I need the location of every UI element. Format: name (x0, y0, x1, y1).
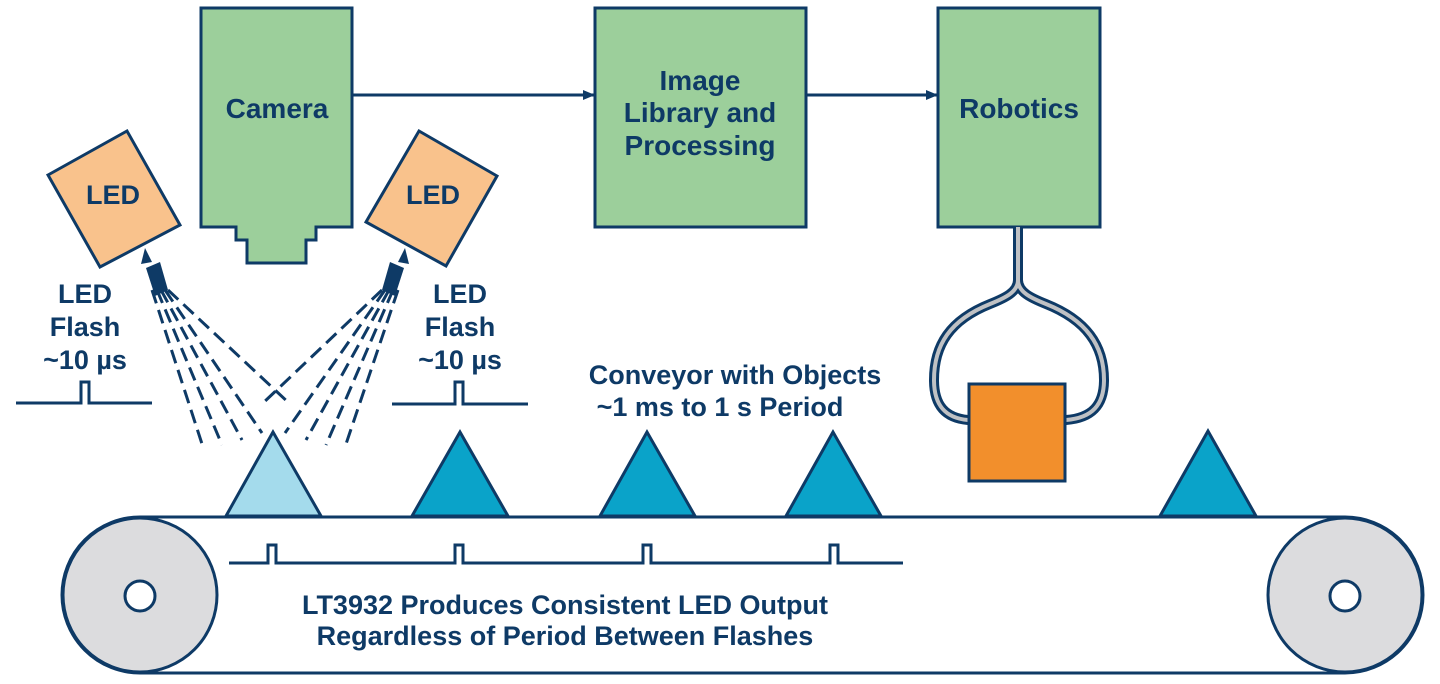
conveyor-belt (60, 515, 1425, 675)
right-led: LED (363, 128, 500, 269)
image-processing-block (593, 6, 808, 229)
robotics-label: Robotics (959, 93, 1079, 124)
left-flash-line-3: ~10 µs (43, 345, 127, 375)
robotic-gripper (928, 227, 1110, 425)
object (783, 428, 884, 518)
left-flash-pulse (16, 380, 152, 405)
right-wheel-hub (1328, 579, 1362, 613)
right-light-beam (260, 248, 409, 448)
right-flash-line-3: ~10 µs (418, 345, 502, 375)
right-flash-line-1: LED (433, 279, 487, 309)
camera-block (199, 6, 354, 265)
camera-label: Camera (226, 93, 329, 124)
conveyor-label-line-2: ~1 ms to 1 s Period (597, 392, 844, 422)
right-flash-line-2: Flash (425, 312, 496, 342)
pulse-train (229, 543, 903, 565)
left-light-beam (141, 248, 292, 448)
left-flash-line-2: Flash (50, 312, 121, 342)
image-block-line-1: Image (660, 65, 741, 96)
left-wheel-hub (123, 579, 157, 613)
image-block-line-3: Processing (625, 130, 776, 161)
right-flash-pulse (392, 380, 528, 406)
conveyor-label-line-1: Conveyor with Objects (589, 360, 882, 390)
object (597, 428, 698, 518)
object (409, 428, 511, 518)
image-block-line-2: Library and (624, 97, 776, 128)
left-led-label: LED (86, 180, 140, 210)
object (1157, 427, 1259, 518)
caption-line-1: LT3932 Produces Consistent LED Output (302, 590, 828, 620)
left-flash-line-1: LED (58, 279, 112, 309)
gripped-object (967, 382, 1067, 483)
object-illuminated (223, 428, 324, 518)
right-led-label: LED (406, 180, 460, 210)
left-led: LED (45, 128, 183, 270)
caption-line-2: Regardless of Period Between Flashes (317, 621, 814, 651)
